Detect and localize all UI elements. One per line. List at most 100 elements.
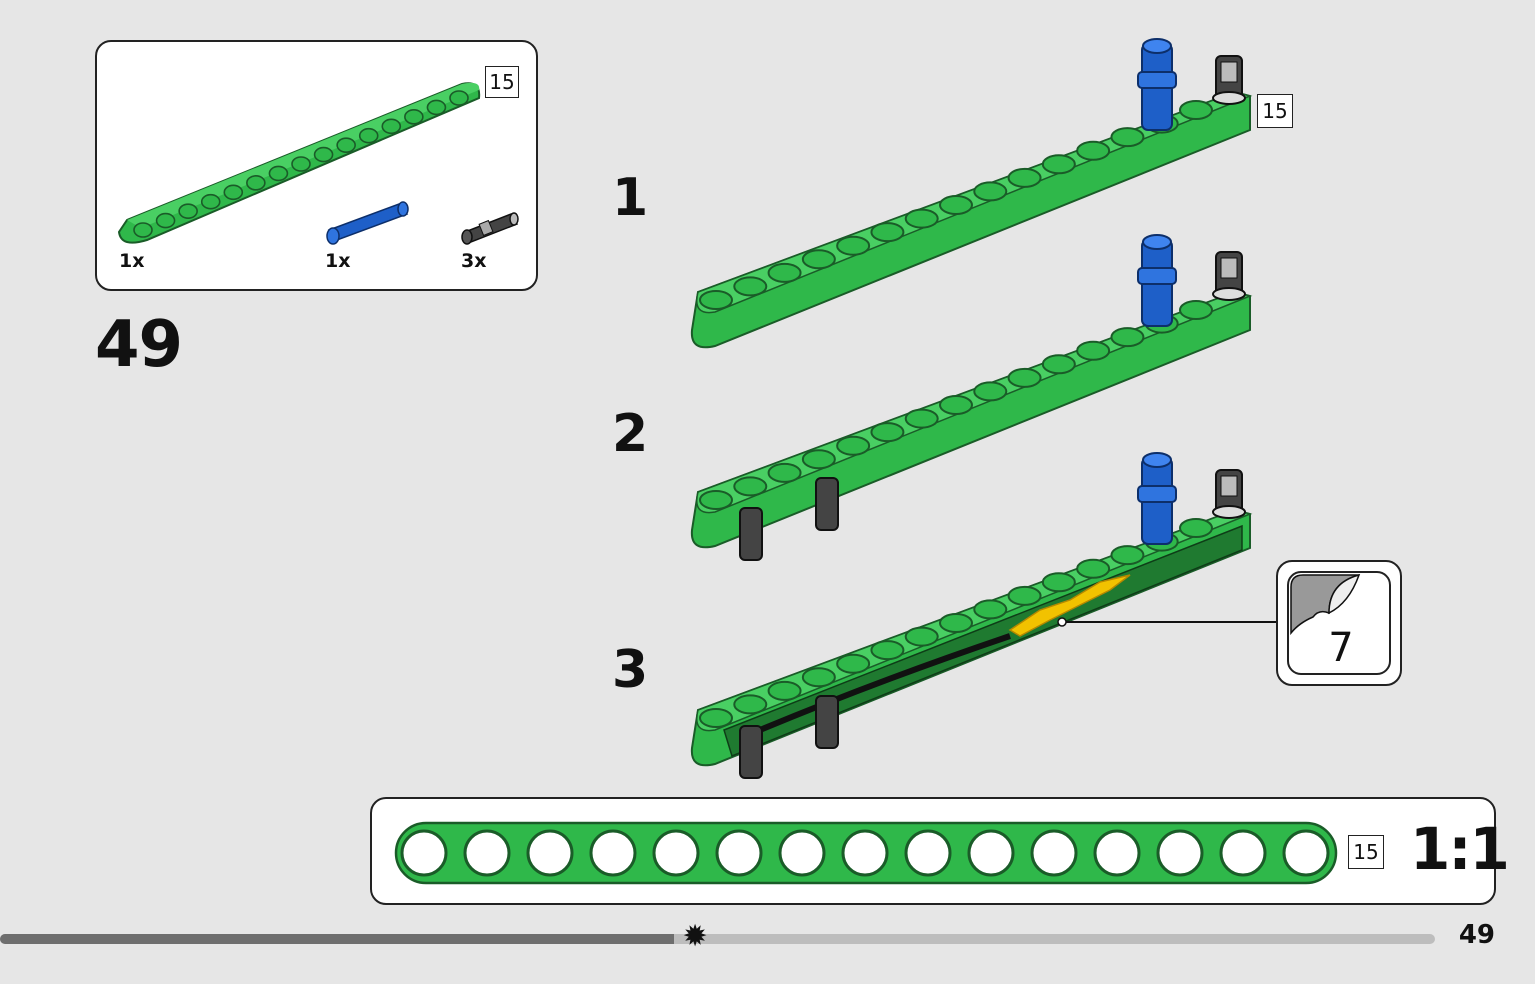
beam-hole — [733, 276, 768, 297]
beam-hole — [870, 640, 905, 661]
beam-hole — [973, 599, 1008, 620]
scale-hole — [841, 829, 889, 877]
substep-3-number: 3 — [612, 640, 649, 700]
beam-hole — [973, 181, 1008, 202]
beam-hole — [155, 212, 176, 229]
beam-hole — [1110, 127, 1145, 148]
scale-hole — [778, 829, 826, 877]
beam-hole — [939, 395, 973, 415]
substep-2-assembly — [690, 234, 1251, 561]
beam-hole — [1007, 367, 1042, 388]
scale-length-badge: 15 — [1348, 835, 1384, 869]
sticker-peel-icon — [1290, 573, 1361, 636]
beam-hole — [1179, 518, 1213, 538]
qty-black-pin: 3x — [461, 250, 487, 272]
beam-hole — [246, 175, 266, 191]
beam-hole — [801, 249, 836, 270]
beam-hole — [358, 127, 379, 144]
step-number: 49 — [95, 308, 183, 382]
beam-hole — [1041, 354, 1076, 375]
substep-1-assembly — [690, 38, 1251, 349]
scale-hole — [1030, 829, 1078, 877]
scale-hole — [1282, 829, 1330, 877]
beam-hole — [178, 203, 198, 219]
scale-hole — [526, 829, 574, 877]
beam-hole — [767, 680, 802, 701]
beam-hole — [313, 146, 334, 163]
substep-3-assembly — [690, 452, 1276, 779]
beam-hole — [973, 381, 1008, 402]
parts-illustration — [117, 82, 519, 245]
scale-hole — [715, 829, 763, 877]
scale-check-box: 15 1:1 — [370, 797, 1510, 905]
beam-hole — [699, 490, 733, 510]
scale-hole — [1093, 829, 1141, 877]
scale-hole — [652, 829, 700, 877]
scale-hole — [967, 829, 1015, 877]
beam-hole — [1041, 154, 1076, 175]
qty-blue-pin: 1x — [325, 250, 351, 272]
beam-hole — [1041, 572, 1076, 593]
beam-hole — [733, 476, 768, 497]
substep-1-number: 1 — [612, 168, 649, 228]
beam-hole — [1110, 545, 1145, 566]
beam-hole — [801, 667, 836, 688]
beam-hole — [870, 422, 905, 443]
beam-hole — [836, 653, 871, 674]
beam-hole — [426, 99, 447, 116]
sticker-callout: 7 — [1276, 560, 1402, 686]
scale-hole — [400, 829, 448, 877]
beam-hole — [904, 408, 939, 429]
beam-hole — [1007, 585, 1042, 606]
beam-hole — [1179, 300, 1213, 320]
beam-hole — [1076, 140, 1111, 161]
beam-hole — [291, 156, 311, 172]
beam-hole — [767, 462, 802, 483]
black-pin-part — [461, 212, 519, 245]
beam-hole — [1076, 558, 1111, 579]
blue-pin-part — [326, 201, 409, 245]
scale-hole — [589, 829, 637, 877]
beam-hole — [200, 193, 221, 210]
beam-hole — [836, 235, 871, 256]
beam-hole — [381, 118, 402, 135]
scale-hole — [904, 829, 952, 877]
beam-hole — [449, 90, 469, 106]
substep-2-number: 2 — [612, 404, 649, 464]
progress-track — [0, 934, 1435, 944]
beam-hole — [939, 613, 973, 633]
assembly-illustration — [690, 38, 1276, 779]
parts-callout: 15 1x 1x 3x — [95, 40, 538, 291]
beam-hole — [767, 262, 802, 283]
substep-1-length-badge: 15 — [1257, 94, 1293, 128]
qty-beam: 1x — [119, 250, 145, 272]
beam-hole — [1076, 340, 1111, 361]
beam-hole — [699, 290, 733, 310]
beam-hole — [133, 222, 153, 238]
beam-hole — [699, 708, 733, 728]
green-beam-part — [117, 82, 481, 244]
page-number: 49 — [1458, 920, 1495, 950]
progress-fill — [0, 934, 675, 944]
beam-hole — [870, 222, 905, 243]
scale-beam-illustration — [394, 821, 1338, 885]
beam-hole — [404, 109, 424, 125]
beam-hole — [733, 694, 768, 715]
progress-marker-icon: ✹ — [682, 919, 708, 954]
scale-ratio: 1:1 — [1410, 815, 1510, 883]
beam-hole — [1007, 167, 1042, 188]
sticker-number: 7 — [1328, 625, 1354, 671]
scale-hole — [1219, 829, 1267, 877]
beam-hole — [223, 184, 244, 201]
scale-hole — [1156, 829, 1204, 877]
beam-hole — [939, 195, 973, 215]
beam-hole — [904, 208, 939, 229]
sticker-frame: 7 — [1287, 571, 1391, 675]
beam-hole — [904, 626, 939, 647]
beam-hole — [1179, 100, 1213, 120]
scale-hole — [463, 829, 511, 877]
beam-hole — [836, 435, 871, 456]
beam-hole — [801, 449, 836, 470]
beam-hole — [1110, 327, 1145, 348]
length-badge: 15 — [485, 66, 519, 98]
